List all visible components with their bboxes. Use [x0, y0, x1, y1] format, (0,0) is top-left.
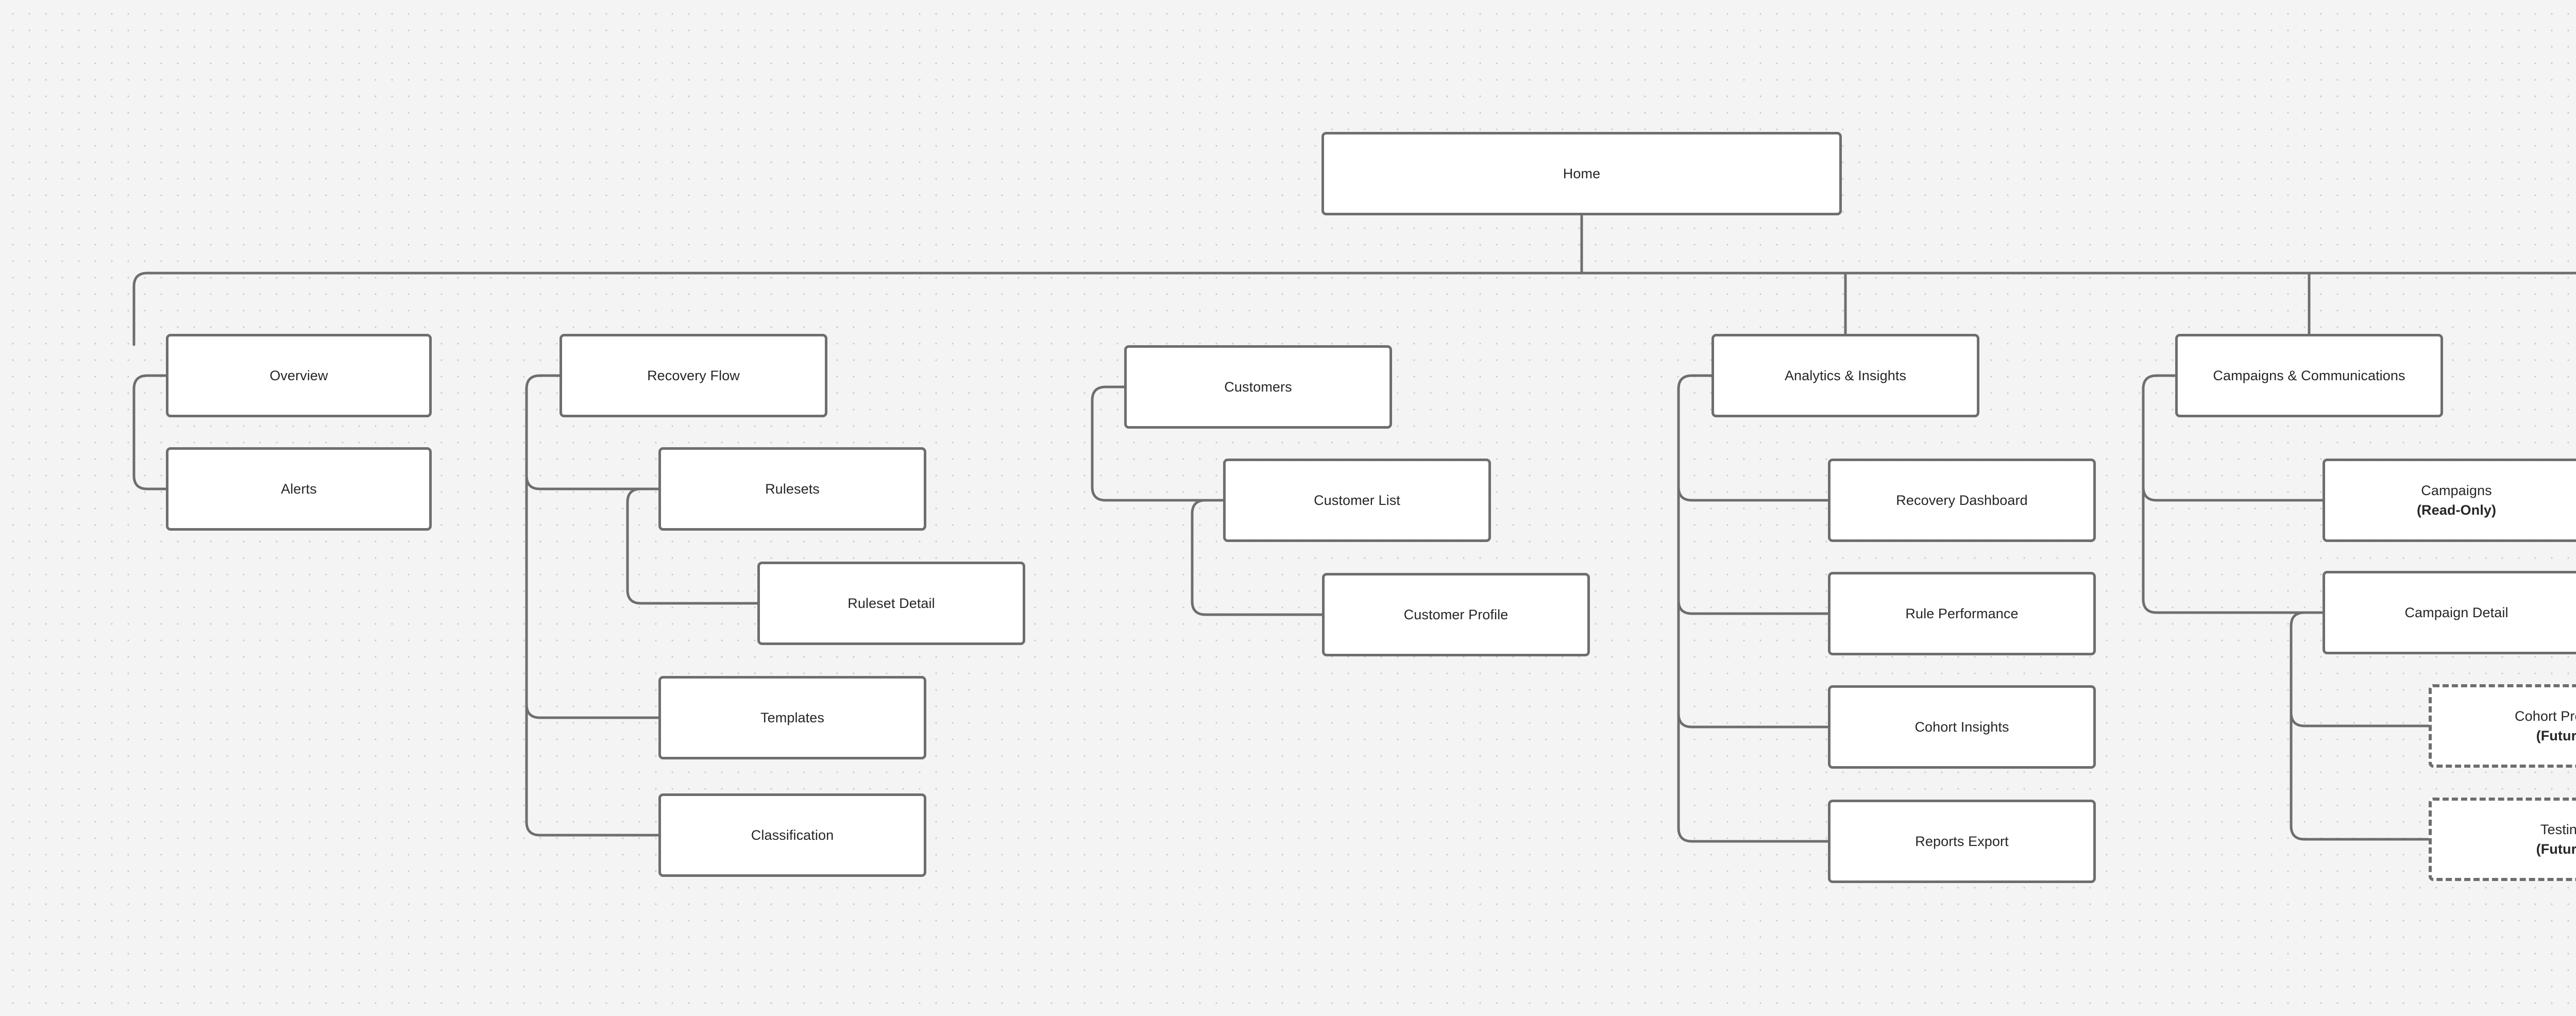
node-label: Campaigns	[2421, 482, 2492, 498]
node-sublabel: (Future)	[2536, 841, 2576, 857]
node-cohort-insights[interactable]: Cohort Insights	[1828, 685, 2096, 769]
connector	[525, 703, 660, 719]
node-rule-performance[interactable]: Rule Performance	[1828, 572, 2096, 655]
node-label: Overview	[269, 367, 328, 383]
node-templates[interactable]: Templates	[658, 676, 926, 759]
node-label: Analytics & Insights	[1784, 367, 1907, 383]
node-label: Cohort Preview	[2515, 708, 2576, 724]
connector	[1677, 599, 1829, 615]
connector	[2142, 598, 2324, 614]
node-label: Home	[1563, 165, 1601, 181]
node-label: Campaign Detail	[2404, 604, 2509, 620]
node-label: Reports Export	[1915, 833, 2009, 849]
connector	[2290, 711, 2430, 727]
node-recovery-dashboard[interactable]: Recovery Dashboard	[1828, 459, 2096, 542]
connector	[132, 272, 149, 346]
connector	[1677, 826, 1829, 843]
node-campaigns[interactable]: Campaigns (Read-Only)	[2323, 459, 2576, 542]
node-label: Classification	[751, 827, 834, 843]
connector	[1191, 600, 1324, 616]
node-label: Customer List	[1314, 492, 1400, 508]
connector	[2142, 485, 2324, 502]
node-label: Recovery Flow	[647, 367, 740, 383]
connector	[1677, 485, 1829, 502]
node-home[interactable]: Home	[1321, 132, 1842, 215]
node-label: Customer Profile	[1403, 606, 1509, 622]
node-label: Cohort Insights	[1914, 719, 2009, 735]
node-label: Rulesets	[765, 481, 820, 497]
node-recovery-flow[interactable]: Recovery Flow	[560, 334, 827, 417]
connector	[132, 474, 167, 490]
connector	[525, 374, 561, 823]
node-customer-list[interactable]: Customer List	[1223, 459, 1491, 542]
connector	[626, 588, 759, 605]
connector	[2290, 824, 2430, 841]
node-label: Alerts	[281, 481, 317, 497]
node-alerts[interactable]: Alerts	[166, 447, 432, 531]
node-classification[interactable]: Classification	[658, 793, 926, 877]
connector	[1191, 499, 1225, 603]
node-ruleset-detail[interactable]: Ruleset Detail	[757, 562, 1025, 645]
node-customer-profile[interactable]: Customer Profile	[1322, 573, 1590, 656]
node-campaign-detail[interactable]: Campaign Detail	[2323, 571, 2576, 654]
connector	[132, 374, 167, 477]
node-overview[interactable]: Overview	[166, 334, 432, 417]
node-label: Templates	[760, 709, 824, 725]
node-label: Customers	[1224, 379, 1292, 395]
node-reports-export[interactable]: Reports Export	[1828, 800, 2096, 883]
node-customers[interactable]: Customers	[1124, 345, 1392, 429]
connector	[626, 487, 660, 591]
connector	[2290, 611, 2324, 827]
node-sublabel: (Future)	[2536, 728, 2576, 743]
node-rulesets[interactable]: Rulesets	[658, 447, 926, 531]
node-label: Rule Performance	[1905, 605, 2019, 621]
node-testing[interactable]: Testing (Future)	[2429, 798, 2576, 881]
connector	[1677, 374, 1713, 829]
node-label: Ruleset Detail	[848, 595, 935, 611]
node-cohort-preview[interactable]: Cohort Preview (Future)	[2429, 684, 2576, 768]
connector	[1091, 385, 1126, 488]
connector	[525, 474, 660, 490]
node-label: Recovery Dashboard	[1896, 492, 2028, 508]
node-label: Campaigns & Communications	[2213, 367, 2405, 383]
connector	[525, 820, 660, 837]
node-sublabel: (Read-Only)	[2416, 502, 2497, 518]
node-analytics-insights[interactable]: Analytics & Insights	[1711, 334, 1979, 417]
connector	[1091, 485, 1225, 502]
node-label: Testing	[2540, 821, 2576, 837]
connector	[1677, 712, 1829, 729]
connector	[2142, 374, 2177, 601]
node-campaigns-communications[interactable]: Campaigns & Communications	[2175, 334, 2443, 417]
